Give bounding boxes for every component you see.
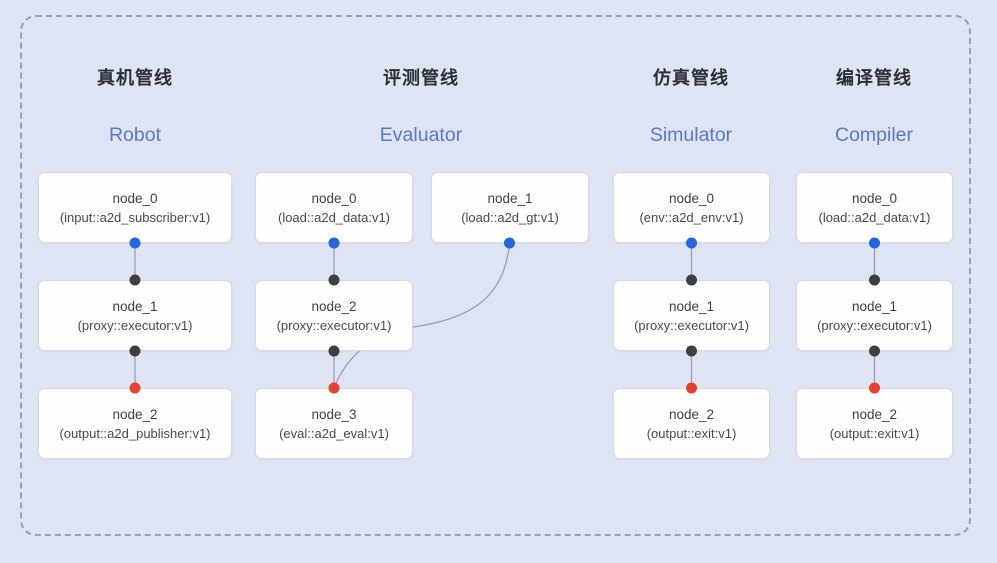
pipeline-title-en-robot: Robot [108, 124, 162, 146]
node-compiler-2: node_2 (output::exit:v1) [796, 388, 953, 459]
node-evaluator-0: node_0 (load::a2d_data:v1) [255, 172, 413, 243]
node-robot-0: node_0 (input::a2d_subscriber:v1) [38, 172, 232, 243]
dashed-frame [20, 15, 971, 536]
node-name: node_2 [311, 298, 357, 314]
node-name: node_0 [311, 190, 357, 206]
node-simulator-0: node_0 (env::a2d_env:v1) [613, 172, 770, 243]
node-type: (load::a2d_data:v1) [277, 209, 391, 225]
node-evaluator-1: node_1 (load::a2d_gt:v1) [431, 172, 589, 243]
node-type: (load::a2d_gt:v1) [461, 209, 559, 225]
node-robot-2: node_2 (output::a2d_publisher:v1) [38, 388, 232, 459]
pipeline-title-en-evaluator: Evaluator [379, 124, 463, 146]
node-evaluator-3: node_3 (eval::a2d_eval:v1) [255, 388, 413, 459]
node-name: node_0 [851, 190, 898, 206]
pipeline-title-zh-compiler: 编译管线 [836, 68, 912, 88]
node-type: (proxy::executor:v1) [634, 317, 749, 333]
node-type: (output::exit:v1) [829, 425, 920, 441]
pipeline-title-en-compiler: Compiler [834, 124, 914, 146]
node-evaluator-2: node_2 (proxy::executor:v1) [255, 280, 413, 351]
node-type: (proxy::executor:v1) [817, 317, 932, 333]
node-name: node_3 [311, 406, 357, 422]
pipeline-title-zh-robot: 真机管线 [97, 68, 173, 88]
node-name: node_0 [112, 190, 158, 206]
node-compiler-1: node_1 (proxy::executor:v1) [796, 280, 953, 351]
pipeline-title-zh-evaluator: 评测管线 [383, 68, 459, 88]
node-type: (proxy::executor:v1) [276, 317, 392, 333]
node-robot-1: node_1 (proxy::executor:v1) [38, 280, 232, 351]
node-type: (env::a2d_env:v1) [639, 209, 744, 225]
node-type: (output::exit:v1) [646, 425, 737, 441]
node-type: (load::a2d_data:v1) [818, 209, 931, 225]
pipeline-title-en-simulator: Simulator [649, 124, 733, 146]
node-simulator-2: node_2 (output::exit:v1) [613, 388, 770, 459]
node-type: (input::a2d_subscriber:v1) [59, 209, 211, 225]
node-name: node_2 [668, 406, 715, 422]
node-name: node_1 [112, 298, 158, 314]
node-name: node_0 [668, 190, 715, 206]
node-name: node_1 [487, 190, 533, 206]
node-name: node_1 [851, 298, 898, 314]
node-name: node_2 [112, 406, 158, 422]
node-compiler-0: node_0 (load::a2d_data:v1) [796, 172, 953, 243]
node-name: node_2 [851, 406, 898, 422]
pipeline-title-zh-simulator: 仿真管线 [653, 68, 729, 88]
node-name: node_1 [668, 298, 715, 314]
node-simulator-1: node_1 (proxy::executor:v1) [613, 280, 770, 351]
node-type: (proxy::executor:v1) [77, 317, 193, 333]
node-type: (eval::a2d_eval:v1) [279, 425, 389, 441]
node-type: (output::a2d_publisher:v1) [59, 425, 211, 441]
